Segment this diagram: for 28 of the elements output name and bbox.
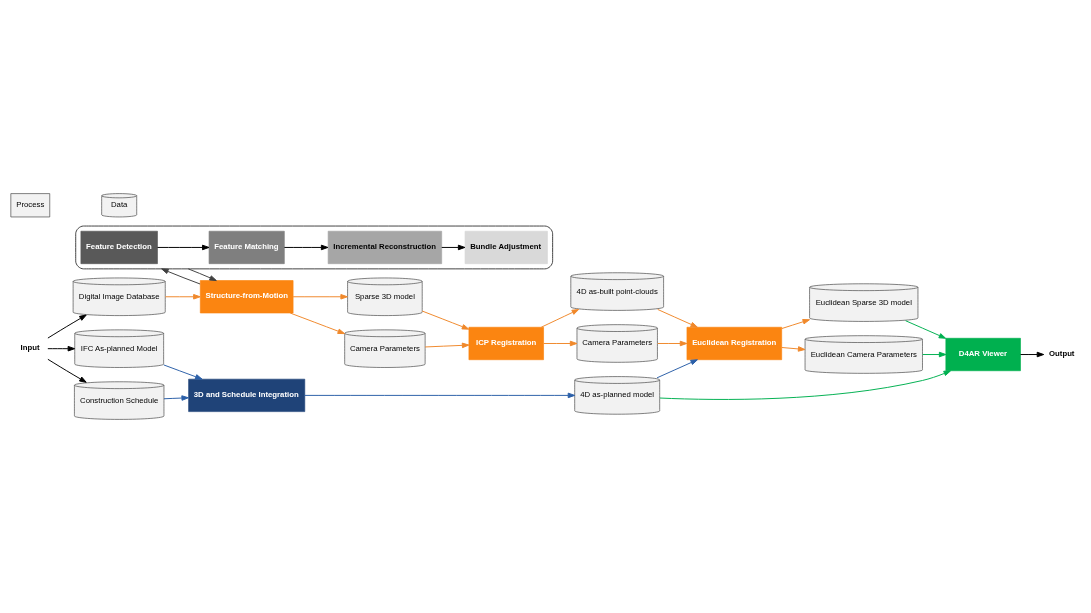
arrow bbox=[905, 320, 947, 339]
arrow bbox=[657, 308, 698, 328]
arrow bbox=[164, 294, 201, 300]
arrow bbox=[781, 319, 810, 330]
arrow bbox=[47, 358, 87, 383]
cluster bbox=[75, 225, 554, 270]
arrow bbox=[922, 351, 947, 358]
arrow bbox=[163, 395, 189, 401]
arrow bbox=[289, 312, 345, 335]
arrow bbox=[543, 340, 578, 347]
arrow bbox=[781, 346, 806, 352]
arrow bbox=[421, 310, 470, 330]
arrow bbox=[47, 345, 76, 352]
arrow bbox=[424, 342, 470, 349]
arrow bbox=[163, 364, 203, 380]
arrow bbox=[47, 314, 87, 339]
arrow bbox=[659, 370, 952, 400]
arrow bbox=[283, 244, 329, 251]
arrow bbox=[441, 244, 466, 251]
arrow bbox=[304, 392, 576, 399]
arrow bbox=[657, 340, 688, 347]
arrow bbox=[161, 268, 201, 285]
arrow bbox=[656, 359, 698, 379]
arrow bbox=[157, 244, 210, 251]
arrow bbox=[1020, 351, 1045, 358]
arrow bbox=[540, 309, 580, 328]
arrow bbox=[187, 268, 217, 282]
arrow bbox=[292, 294, 348, 300]
